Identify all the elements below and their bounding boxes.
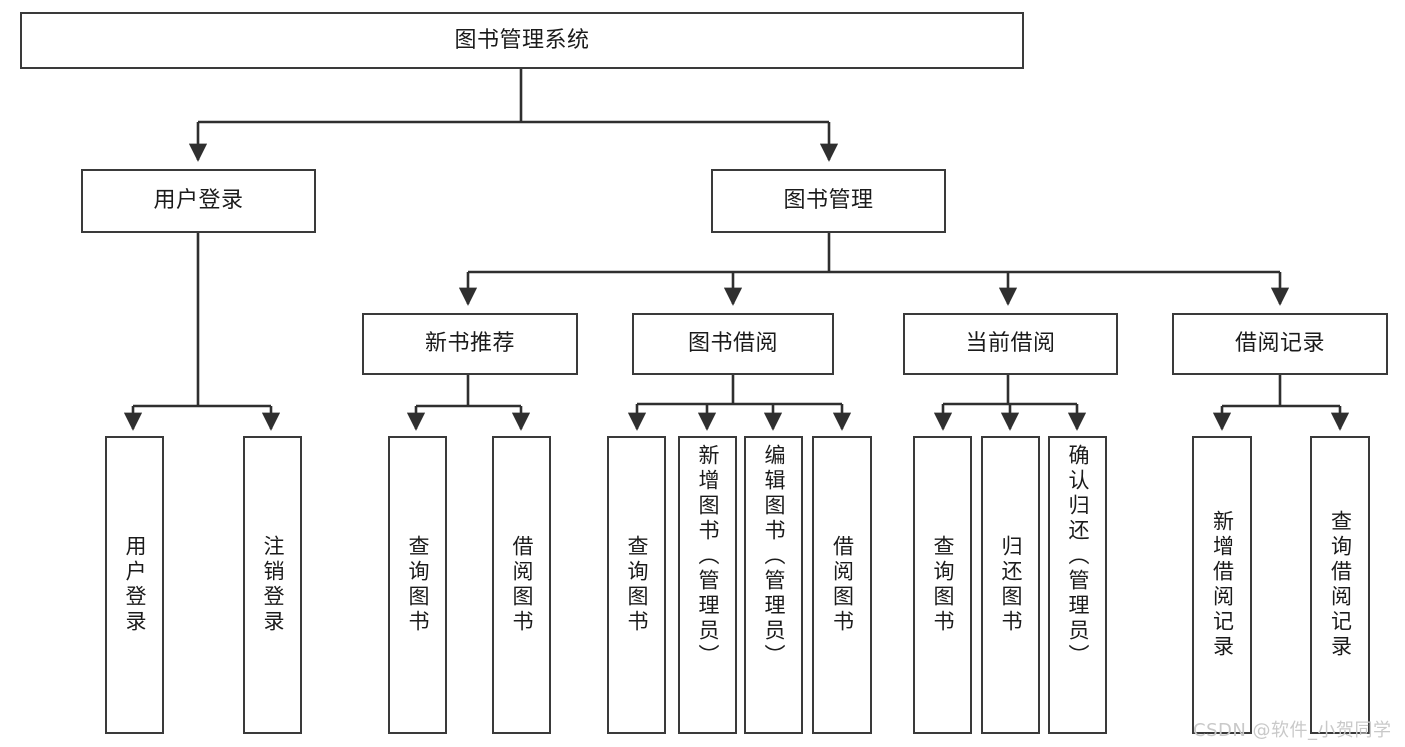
csdn-watermark: CSDN @软件_小贺同学 (1193, 716, 1392, 742)
node-leaf-edit-book-admin[interactable]: 编辑图书（管理员） (744, 436, 803, 734)
node-label: 查询图书 (625, 535, 649, 635)
node-label: 借阅图书 (510, 535, 534, 635)
node-label: 图书管理系统 (454, 27, 590, 53)
node-label: 新书推荐 (424, 331, 515, 357)
node-label: 借阅记录 (1234, 331, 1325, 357)
node-label: 图书借阅 (687, 331, 778, 357)
node-leaf-query-book-borrow[interactable]: 查询图书 (607, 436, 666, 734)
node-label: 当前借阅 (965, 331, 1056, 357)
node-leaf-logout-login[interactable]: 注销登录 (243, 436, 302, 734)
node-label: 借阅图书 (830, 535, 855, 635)
node-label: 确认归还（管理员） (1066, 444, 1090, 669)
node-label: 查询图书 (406, 535, 430, 635)
node-borrow-record[interactable]: 借阅记录 (1172, 313, 1388, 375)
node-label: 用户登录 (153, 188, 244, 214)
node-label: 注销登录 (261, 535, 285, 635)
node-leaf-add-borrow-record[interactable]: 新增借阅记录 (1192, 436, 1252, 734)
node-leaf-user-login[interactable]: 用户登录 (105, 436, 164, 734)
node-leaf-confirm-return-admin[interactable]: 确认归还（管理员） (1048, 436, 1107, 734)
node-leaf-query-borrow-record[interactable]: 查询借阅记录 (1310, 436, 1370, 734)
node-label: 图书管理 (783, 188, 874, 214)
node-leaf-return-book[interactable]: 归还图书 (981, 436, 1040, 734)
node-current-borrow[interactable]: 当前借阅 (903, 313, 1118, 375)
node-label: 新增图书（管理员） (696, 444, 720, 669)
node-label: 查询借阅记录 (1328, 510, 1353, 660)
node-label: 新增借阅记录 (1210, 510, 1235, 660)
node-leaf-borrow-book[interactable]: 借阅图书 (812, 436, 872, 734)
node-leaf-query-book-recommend[interactable]: 查询图书 (388, 436, 447, 734)
node-label: 编辑图书（管理员） (762, 444, 786, 669)
watermark-text: CSDN @软件_小贺同学 (1193, 720, 1392, 741)
node-root-book-management-system[interactable]: 图书管理系统 (20, 12, 1024, 69)
node-new-book-recommend[interactable]: 新书推荐 (362, 313, 578, 375)
node-label: 查询图书 (931, 535, 955, 635)
node-leaf-query-book-current[interactable]: 查询图书 (913, 436, 972, 734)
node-book-borrow[interactable]: 图书借阅 (632, 313, 834, 375)
node-leaf-borrow-book-recommend[interactable]: 借阅图书 (492, 436, 551, 734)
node-label: 归还图书 (999, 535, 1023, 635)
node-leaf-add-book-admin[interactable]: 新增图书（管理员） (678, 436, 737, 734)
node-label: 用户登录 (123, 535, 147, 635)
node-book-management[interactable]: 图书管理 (711, 169, 946, 233)
node-user-login[interactable]: 用户登录 (81, 169, 316, 233)
